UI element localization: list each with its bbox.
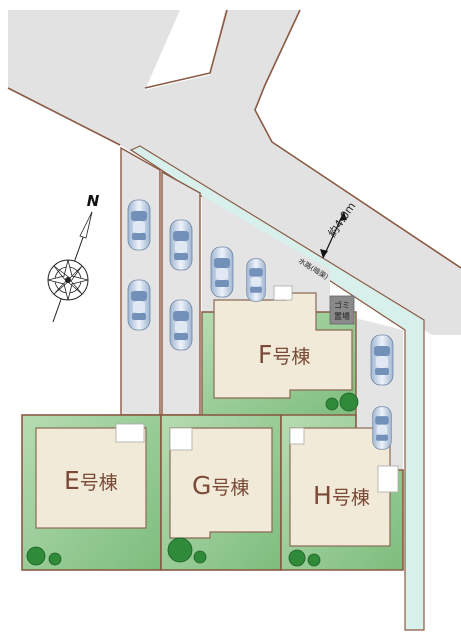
building-E: [35, 423, 147, 529]
building-G: [169, 427, 273, 539]
car-1: [127, 199, 151, 251]
car-7: [370, 334, 394, 386]
building-F: [213, 285, 353, 399]
garbage-area: ゴミ 置場: [329, 295, 355, 325]
building-H-label: H号棟: [313, 481, 370, 510]
car-4: [169, 299, 193, 351]
building-F-label: F号棟: [258, 340, 310, 369]
car-6: [246, 258, 266, 302]
building-G-label: G号棟: [192, 471, 249, 500]
building-H: [289, 427, 399, 547]
garbage-label-line1: ゴミ: [334, 300, 350, 310]
trees: [26, 392, 359, 567]
car-8: [372, 406, 392, 450]
road-area: [7, 9, 461, 335]
car-2: [127, 279, 151, 331]
compass-icon: N: [47, 192, 100, 323]
car-3: [169, 219, 193, 271]
building-E-label: E号棟: [64, 466, 118, 495]
car-5: [210, 246, 234, 298]
north-label: N: [87, 192, 100, 210]
garbage-label-line2: 置場: [334, 311, 350, 321]
